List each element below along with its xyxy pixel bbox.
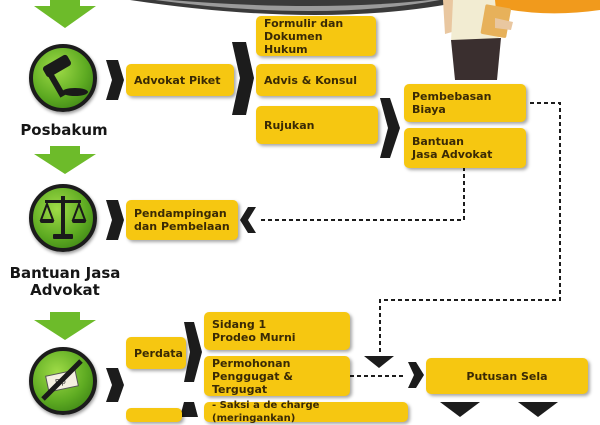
box-permohonan: Permohonan Penggugat & Tergugat — [204, 356, 350, 396]
box-bottom-left — [126, 408, 182, 422]
no-money-icon: Rp — [41, 359, 83, 401]
box-pembebasan: Pembebasan Biaya — [404, 84, 526, 122]
box-rujukan: Rujukan — [256, 106, 378, 144]
no-money-circle: Rp — [29, 347, 97, 415]
down-arrow-posbakum — [34, 146, 96, 174]
box-formulir: Formulir dan Dokumen Hukum — [256, 16, 376, 56]
box-putusan: Putusan Sela — [426, 358, 588, 394]
box-saksi: - Saksi a de charge (meringankan) — [204, 400, 408, 424]
stage-label-posbakum: Posbakum — [20, 121, 108, 139]
scales-circle — [29, 184, 97, 252]
down-arrow-top — [34, 0, 96, 28]
box-pendampingan: Pendampingan dan Pembelaan — [126, 200, 238, 240]
person-illustration — [443, 0, 513, 80]
stage-label-bantuan: Bantuan Jasa Advokat — [9, 264, 121, 299]
box-perdata: Perdata — [126, 337, 186, 369]
gavel-icon — [42, 54, 88, 98]
scales-icon — [39, 196, 87, 239]
box-bantuan-jasa: Bantuan Jasa Advokat — [404, 128, 526, 168]
box-sidang: Sidang 1 Prodeo Murni — [204, 312, 350, 350]
down-arrow-bantuan — [34, 312, 96, 340]
gavel-circle — [29, 44, 97, 112]
box-advokat-piket: Advokat Piket — [126, 64, 234, 96]
box-advis: Advis & Konsul — [256, 64, 376, 96]
